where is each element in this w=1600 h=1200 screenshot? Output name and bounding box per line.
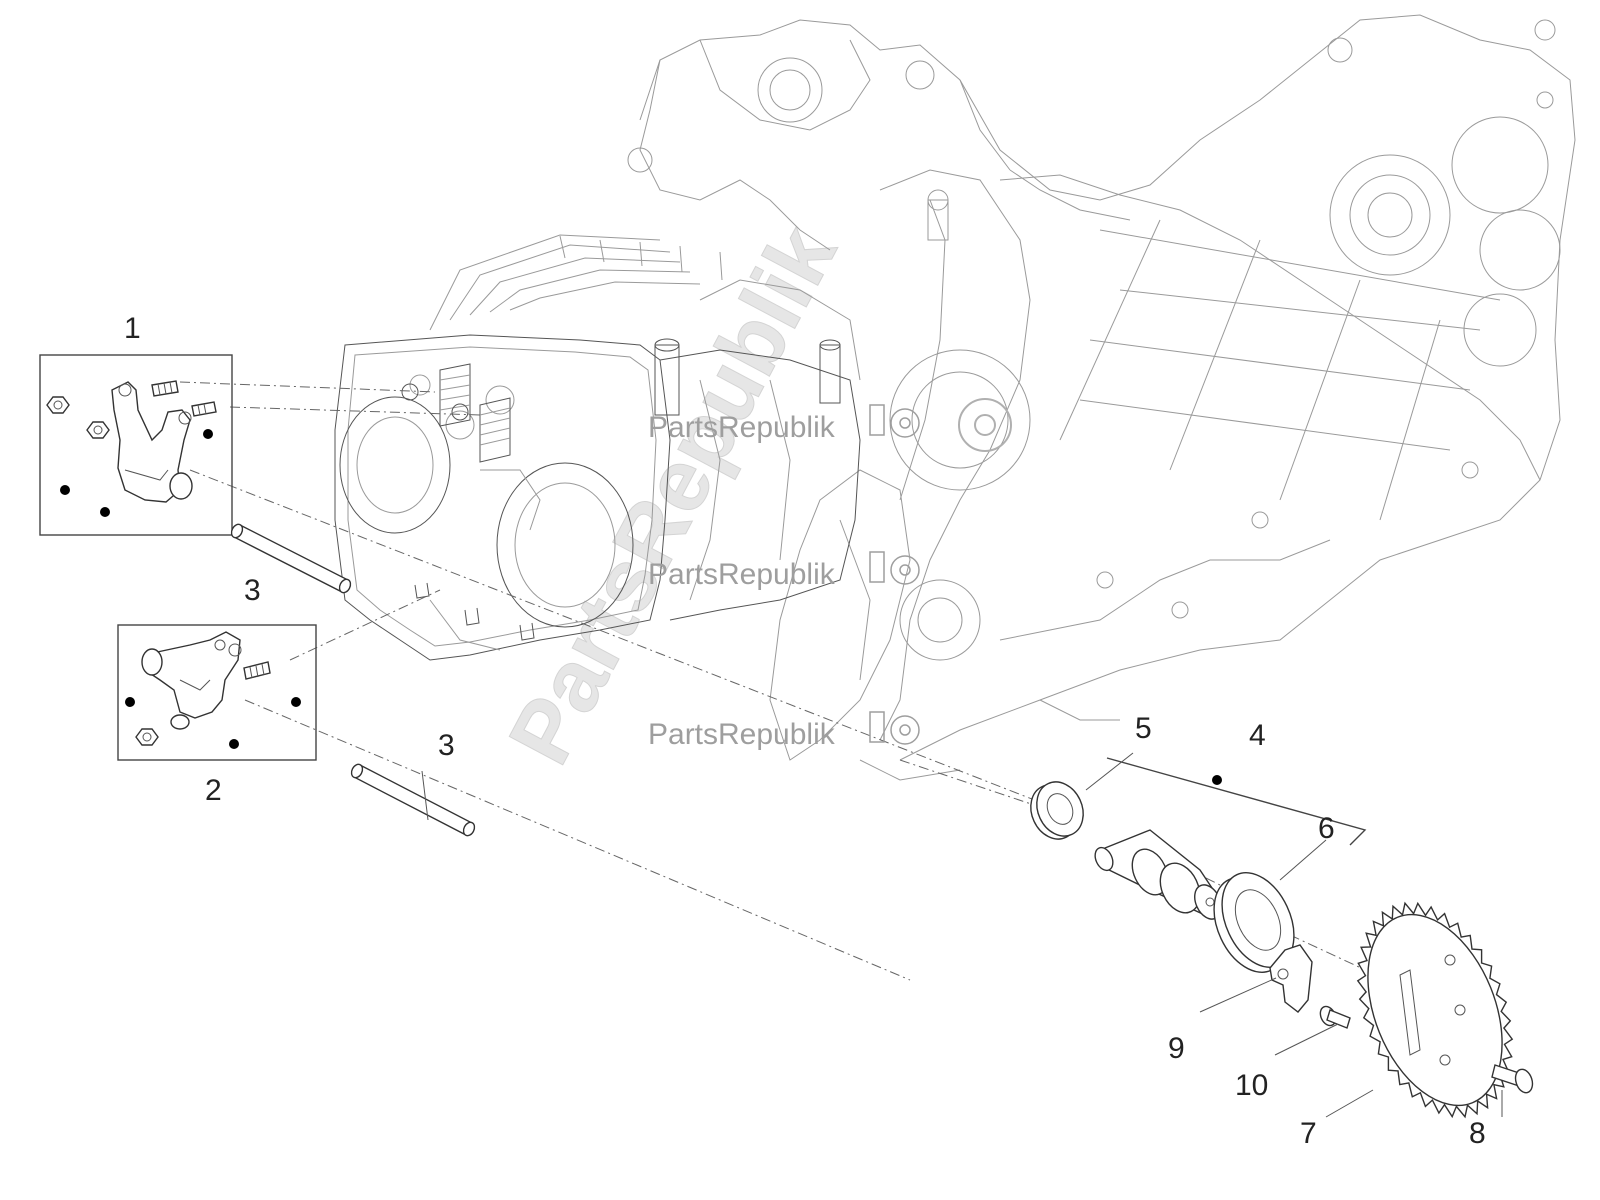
part-3-rocker-shaft-lower	[350, 763, 476, 837]
callout-2: 2	[205, 774, 222, 807]
part-2-group-box	[117, 624, 317, 761]
part-2-nut	[135, 728, 159, 746]
callout-7: 7	[1300, 1117, 1317, 1150]
callout-4: 4	[1249, 719, 1266, 752]
part-3-rocker-shaft-upper	[230, 523, 352, 594]
watermark-gear-large	[958, 398, 1012, 452]
part-4-bracket	[1106, 757, 1367, 846]
callout-8: 8	[1469, 1117, 1486, 1150]
part-4-marker-dot	[1212, 775, 1222, 785]
watermark-row-2: PartsRepublik	[648, 551, 920, 591]
part-9-plate	[1269, 944, 1313, 1013]
gear-badge-icon	[890, 555, 920, 585]
watermark-divider-2	[869, 551, 885, 583]
part-2-rocker-arm-assembly	[117, 624, 317, 761]
gear-badge-icon	[890, 715, 920, 745]
part-1-adjuster-nut	[86, 421, 110, 439]
watermark-divider-1	[869, 404, 885, 436]
watermark-text-2: PartsRepublik	[648, 558, 836, 591]
callout-9: 9	[1168, 1032, 1185, 1065]
part-1-group-box	[39, 354, 233, 536]
part-8-bolt	[1491, 1064, 1534, 1094]
watermark-text-1: PartsRepublik	[648, 411, 836, 444]
part-5-bearing	[1030, 781, 1084, 840]
part-1-rocker-arm-assembly	[39, 354, 233, 536]
part-7-sprocket	[1356, 901, 1514, 1119]
callout-5: 5	[1135, 712, 1152, 745]
watermark-row-1: PartsRepublik	[648, 404, 920, 444]
engine-crankcase	[627, 14, 1576, 781]
part-1-nut	[46, 396, 70, 414]
part-2-marker-dot-c	[229, 739, 239, 749]
part-1-marker-dot-b	[60, 485, 70, 495]
part-2-marker-dot-a	[125, 697, 135, 707]
part-1-rocker-arm	[111, 381, 193, 503]
callout-1: 1	[124, 312, 141, 345]
callouts: 1 2 3 3 4 5 6 7 8 9 10	[124, 312, 1486, 1150]
part-1-marker-dot-a	[203, 429, 213, 439]
part-2-marker-dot-b	[291, 697, 301, 707]
part-1-adjusting-screw-b	[191, 401, 217, 417]
callout-3-upper: 3	[244, 574, 261, 607]
part-6-bearing	[1213, 872, 1295, 973]
part-1-marker-dot-c	[100, 507, 110, 517]
watermark-text-3: PartsRepublik	[648, 718, 836, 751]
part-2-washer	[170, 714, 190, 730]
callout-10: 10	[1235, 1069, 1268, 1102]
part-2-rocker-arm	[141, 631, 242, 719]
part-2-adjusting-screw	[243, 661, 271, 680]
callout-3-lower: 3	[438, 729, 455, 762]
watermark-divider-3	[869, 711, 885, 743]
leader-lines	[421, 752, 1503, 1118]
watermark-row-3: PartsRepublik	[648, 711, 920, 751]
callout-6: 6	[1318, 812, 1335, 845]
camshaft	[1094, 775, 1222, 920]
watermark-diagonal-text: PartsRepublik	[489, 209, 855, 779]
part-10-screw	[1319, 1005, 1351, 1029]
part-4-camshaft-group	[1106, 757, 1367, 846]
gear-badge-icon	[890, 408, 920, 438]
part-1-adjusting-screw-a	[151, 380, 179, 397]
watermark-diagonal: PartsRepublik	[489, 209, 856, 780]
